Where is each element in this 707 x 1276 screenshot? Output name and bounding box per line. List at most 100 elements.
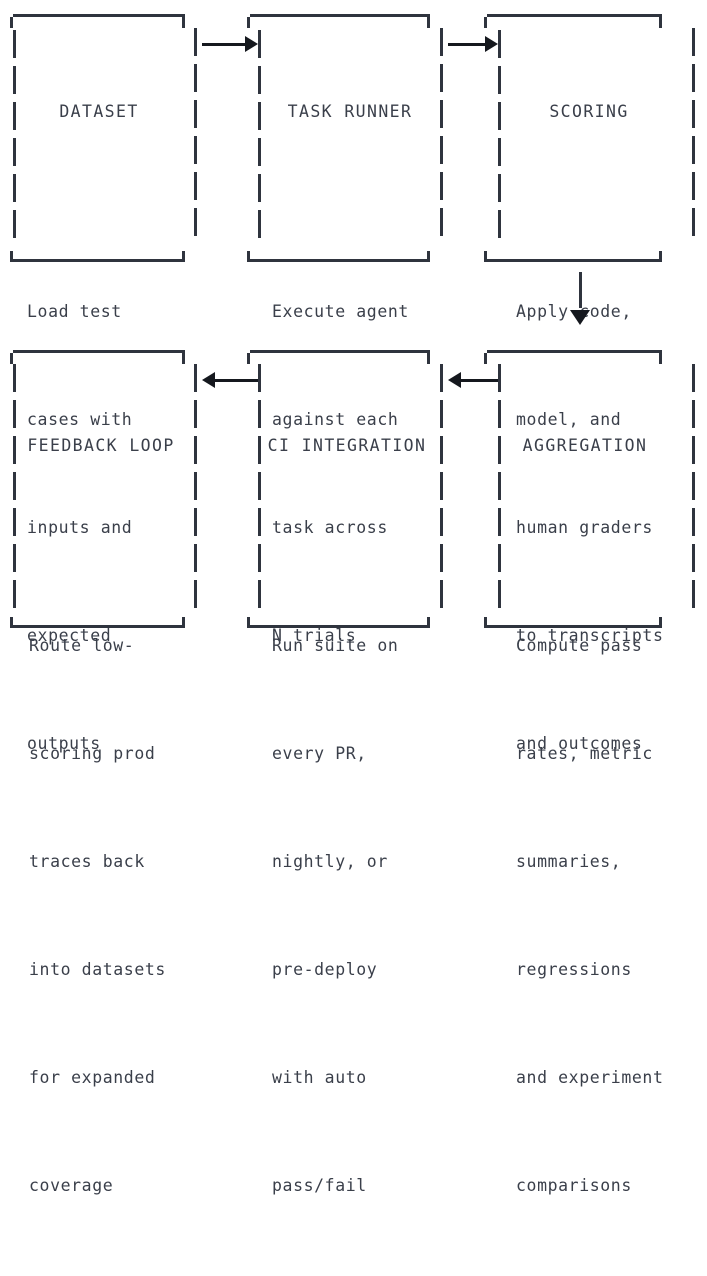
corner-tick-top-left [247,17,250,28]
box-left-pipes [258,350,261,628]
node-line: with auto [272,1068,367,1087]
corner-tick-bottom-right [182,617,185,628]
corner-tick-top-right [659,353,662,364]
box-bottom-rail [484,617,662,628]
box-left-pipes [498,14,501,262]
node-feedback-loop[interactable]: FEEDBACK LOOP Route low- scoring prod tr… [10,350,185,1195]
box-left-pipes [498,350,501,628]
arrow-head-left [448,372,461,388]
arrow-shaft [461,379,498,382]
corner-tick-bottom-right [182,251,185,262]
node-line: scoring prod [29,744,156,763]
node-ci-integration-right-pipes [440,364,443,616]
node-ci-integration[interactable]: CI INTEGRATION Run suite on every PR, ni… [247,350,430,1195]
box-bottom-rail [10,617,185,628]
box-top-rail [247,14,430,28]
node-text: AGGREGATION Compute pass rates, metric s… [498,350,664,1276]
node-title: DATASET [59,102,139,121]
node-aggregation[interactable]: AGGREGATION Compute pass rates, metric s… [484,350,663,1195]
node-line: coverage [29,1176,114,1195]
node-line: comparisons [516,1176,632,1195]
corner-tick-top-left [247,353,250,364]
node-scoring-right-pipes [692,28,695,250]
node-task-runner-right-pipes [440,28,443,250]
arrow-head-right [485,36,498,52]
corner-tick-top-right [182,17,185,28]
node-text: FEEDBACK LOOP Route low- scoring prod tr… [13,350,185,1276]
node-line: into datasets [29,960,166,979]
box-top-rail [10,14,185,28]
arrow-shaft [215,379,258,382]
corner-tick-top-right [427,353,430,364]
corner-tick-top-left [484,17,487,28]
node-line: Load test [27,302,122,321]
corner-tick-bottom-left [247,251,250,262]
box-top-rail [247,350,430,364]
arrow-dataset-to-task-runner [202,30,258,58]
node-feedback-loop-right-pipes [194,364,197,616]
corner-tick-bottom-right [659,251,662,262]
box-bottom-rail [10,251,185,262]
box-bottom-rail [247,617,430,628]
corner-tick-bottom-right [659,617,662,628]
node-line: Compute pass [516,636,643,655]
node-line: pre-deploy [272,960,378,979]
corner-tick-top-right [182,353,185,364]
node-line: human graders [516,518,653,537]
node-title: TASK RUNNER [287,102,413,121]
node-line: Route low- [29,636,135,655]
node-title: FEEDBACK LOOP [27,436,175,455]
node-line: pass/fail [272,1176,367,1195]
arrow-head-right [245,36,258,52]
node-line: summaries, [516,852,622,871]
arrow-shaft [579,272,582,308]
node-line: and experiment [516,1068,664,1087]
node-line: cases with [27,410,133,429]
box-top-rail [10,350,185,364]
node-line: regressions [516,960,632,979]
arrow-aggregation-to-ci-integration [448,366,498,394]
corner-tick-top-left [10,353,13,364]
box-bottom-rail [247,251,430,262]
corner-tick-bottom-right [427,251,430,262]
pipeline-diagram: DATASET Load test cases with inputs and … [10,14,695,1195]
node-line: rates, metric [516,744,653,763]
node-title: CI INTEGRATION [267,436,427,455]
node-line: Execute agent [272,302,409,321]
corner-tick-top-right [659,17,662,28]
arrow-head-left [202,372,215,388]
node-dataset[interactable]: DATASET Load test cases with inputs and … [10,14,185,753]
corner-tick-bottom-left [484,617,487,628]
node-scoring[interactable]: SCORING Apply code, model, and human gra… [484,14,663,753]
corner-tick-top-left [484,353,487,364]
node-line: inputs and [27,518,133,537]
node-title: SCORING [549,102,629,121]
node-task-runner[interactable]: TASK RUNNER Execute agent against each t… [247,14,430,645]
corner-tick-bottom-left [10,251,13,262]
corner-tick-top-left [10,17,13,28]
arrow-ci-integration-to-feedback-loop [202,366,258,394]
corner-tick-bottom-left [484,251,487,262]
arrow-head-down [570,310,590,325]
box-left-pipes [13,350,16,628]
corner-tick-bottom-right [427,617,430,628]
box-bottom-rail [484,251,662,262]
node-dataset-right-pipes [194,28,197,250]
node-line: for expanded [29,1068,156,1087]
node-line: nightly, or [272,852,388,871]
node-line: every PR, [272,744,367,763]
node-line: against each [272,410,399,429]
box-left-pipes [13,14,16,262]
node-title: AGGREGATION [522,436,648,455]
arrow-shaft [202,43,245,46]
corner-tick-top-right [427,17,430,28]
arrow-task-runner-to-scoring [448,30,498,58]
node-line: Run suite on [272,636,399,655]
node-line: model, and [516,410,622,429]
arrow-shaft [448,43,485,46]
box-left-pipes [258,14,261,262]
box-top-rail [484,14,662,28]
node-aggregation-right-pipes [692,364,695,616]
node-line: Apply code, [516,302,632,321]
arrow-scoring-to-aggregation [570,272,590,328]
